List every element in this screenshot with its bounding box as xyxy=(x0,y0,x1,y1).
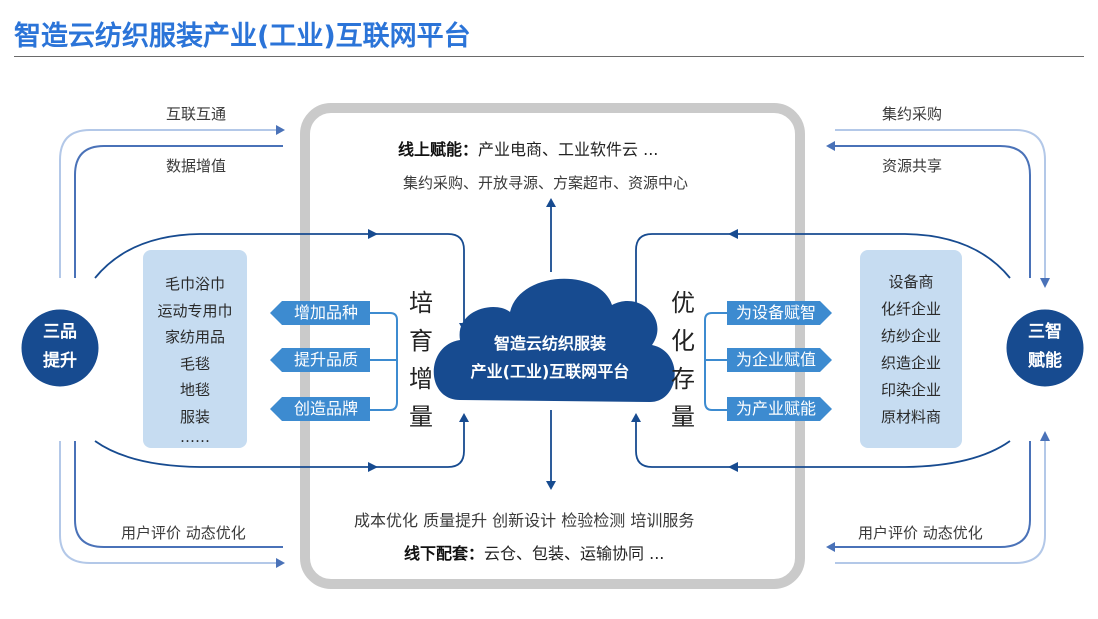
left-loop-bottom xyxy=(94,413,469,468)
vertical-char: 化 xyxy=(671,327,695,355)
left-loop-top-mid-arrow xyxy=(368,229,378,239)
page-title: 智造云纺织服装产业(工业)互联网平台 xyxy=(14,21,471,52)
list-item: 纺纱企业 xyxy=(880,327,941,345)
title-divider xyxy=(14,56,1084,57)
left-bracket xyxy=(367,312,398,411)
tag-add-variety xyxy=(270,301,370,325)
left-outer-top-dark xyxy=(74,145,283,278)
right-outer-top-light xyxy=(835,129,1046,278)
right-outer-bottom-dark xyxy=(826,441,1031,552)
vertical-char: 培 xyxy=(409,289,433,317)
tag-empower-industry xyxy=(727,397,832,421)
list-item: 原材料商 xyxy=(880,408,941,426)
tag-label: 创造品牌 xyxy=(293,399,358,418)
vertical-char: 量 xyxy=(671,403,695,431)
right-circle-text: 三智 赋能 xyxy=(1005,318,1085,376)
cloud-text: 智造云纺织服装 产业(工业)互联网平台 xyxy=(440,330,660,386)
vertical-char: 增 xyxy=(409,365,433,393)
cultivate-increment-text: 培 育 增 量 xyxy=(406,284,436,436)
cloud-line-1: 智造云纺织服装 xyxy=(493,334,606,353)
right-list-box xyxy=(860,250,962,448)
online-sub: 集约采购、开放寻源、方案超市、资源中心 xyxy=(403,174,689,192)
online-line: 线上赋能：产业电商、工业软件云 ... xyxy=(398,136,658,160)
list-item: 化纤企业 xyxy=(880,300,941,318)
right-circle-line-1: 三智 xyxy=(1028,322,1062,342)
label-right-feedback: 用户评价 动态优化 xyxy=(858,524,983,542)
right-loop-bottom-mid-arrow xyxy=(728,462,738,472)
tag-label: 增加品种 xyxy=(293,303,358,322)
tag-empower-equipment xyxy=(727,301,832,325)
list-item: 运动专用巾 xyxy=(157,301,233,320)
left-loop-bottom-mid-arrow xyxy=(368,462,378,472)
tag-label: 为企业赋值 xyxy=(735,350,816,369)
left-circle-text: 三品 提升 xyxy=(20,318,100,376)
tag-label: 为产业赋能 xyxy=(735,399,816,418)
list-item: 服装 xyxy=(179,407,210,426)
cloud-shape xyxy=(433,278,675,402)
left-circle xyxy=(18,306,102,390)
list-item: 地毯 xyxy=(179,381,210,399)
list-item: 织造企业 xyxy=(880,354,941,372)
vertical-char: 量 xyxy=(409,403,433,431)
label-data-value: 数据增值 xyxy=(166,157,227,175)
online-items: 产业电商、工业软件云 ... xyxy=(478,140,659,159)
list-item: …… xyxy=(180,428,210,446)
tag-label: 提升品质 xyxy=(293,350,358,369)
list-item: 印染企业 xyxy=(880,381,941,399)
label-interconnect: 互联互通 xyxy=(166,105,227,123)
label-resource-sharing: 资源共享 xyxy=(882,157,943,175)
offline-label: 线下配套： xyxy=(404,544,485,563)
tag-create-brand xyxy=(270,397,370,421)
label-left-feedback: 用户评价 动态优化 xyxy=(121,524,246,542)
left-list-box xyxy=(143,250,247,448)
left-outer-bottom-dark xyxy=(74,441,283,548)
vertical-char: 优 xyxy=(671,289,695,317)
right-loop-top xyxy=(631,233,1011,332)
list-item: 毛巾浴巾 xyxy=(164,275,225,293)
right-circle-line-2: 赋能 xyxy=(1028,351,1062,371)
online-label: 线上赋能： xyxy=(398,140,479,159)
offline-items: 云仓、包装、运输协同 ... xyxy=(484,544,665,563)
right-loop-bottom xyxy=(631,413,1011,468)
offline-sub: 成本优化 质量提升 创新设计 检验检测 培训服务 xyxy=(354,511,695,530)
left-product-list: 毛巾浴巾 运动专用巾 家纺用品 毛毯 地毯 服装 …… xyxy=(143,271,247,446)
left-loop-top xyxy=(94,233,469,332)
tag-add-value-enterprise xyxy=(727,348,832,372)
vertical-char: 存 xyxy=(671,365,695,393)
vertical-char: 育 xyxy=(409,327,433,355)
right-down-arrowhead xyxy=(1040,278,1050,288)
left-outer-bottom-light xyxy=(59,441,285,568)
list-item: 毛毯 xyxy=(179,354,210,373)
offline-line: 线下配套：云仓、包装、运输协同 ... xyxy=(404,540,664,564)
tag-label: 为设备赋智 xyxy=(735,303,816,322)
optimize-stock-text: 优 化 存 量 xyxy=(668,284,698,436)
right-outer-bottom-light xyxy=(835,441,1046,564)
tag-improve-quality xyxy=(270,348,370,372)
right-enterprise-list: 设备商 化纤企业 纺纱企业 织造企业 印染企业 原材料商 xyxy=(860,269,962,431)
right-outer-top-dark xyxy=(826,141,1031,278)
list-item: 家纺用品 xyxy=(164,328,225,346)
right-circle xyxy=(1003,306,1087,390)
left-circle-line-1: 三品 xyxy=(43,322,77,342)
right-loop-top-mid-arrow xyxy=(728,229,738,239)
label-centralized-purchase: 集约采购 xyxy=(882,105,943,123)
list-item: 设备商 xyxy=(888,273,934,291)
left-outer-top-light xyxy=(59,125,285,278)
right-up-arrowhead xyxy=(1040,431,1050,441)
left-circle-line-2: 提升 xyxy=(43,351,77,371)
cloud-line-2: 产业(工业)互联网平台 xyxy=(470,362,630,381)
